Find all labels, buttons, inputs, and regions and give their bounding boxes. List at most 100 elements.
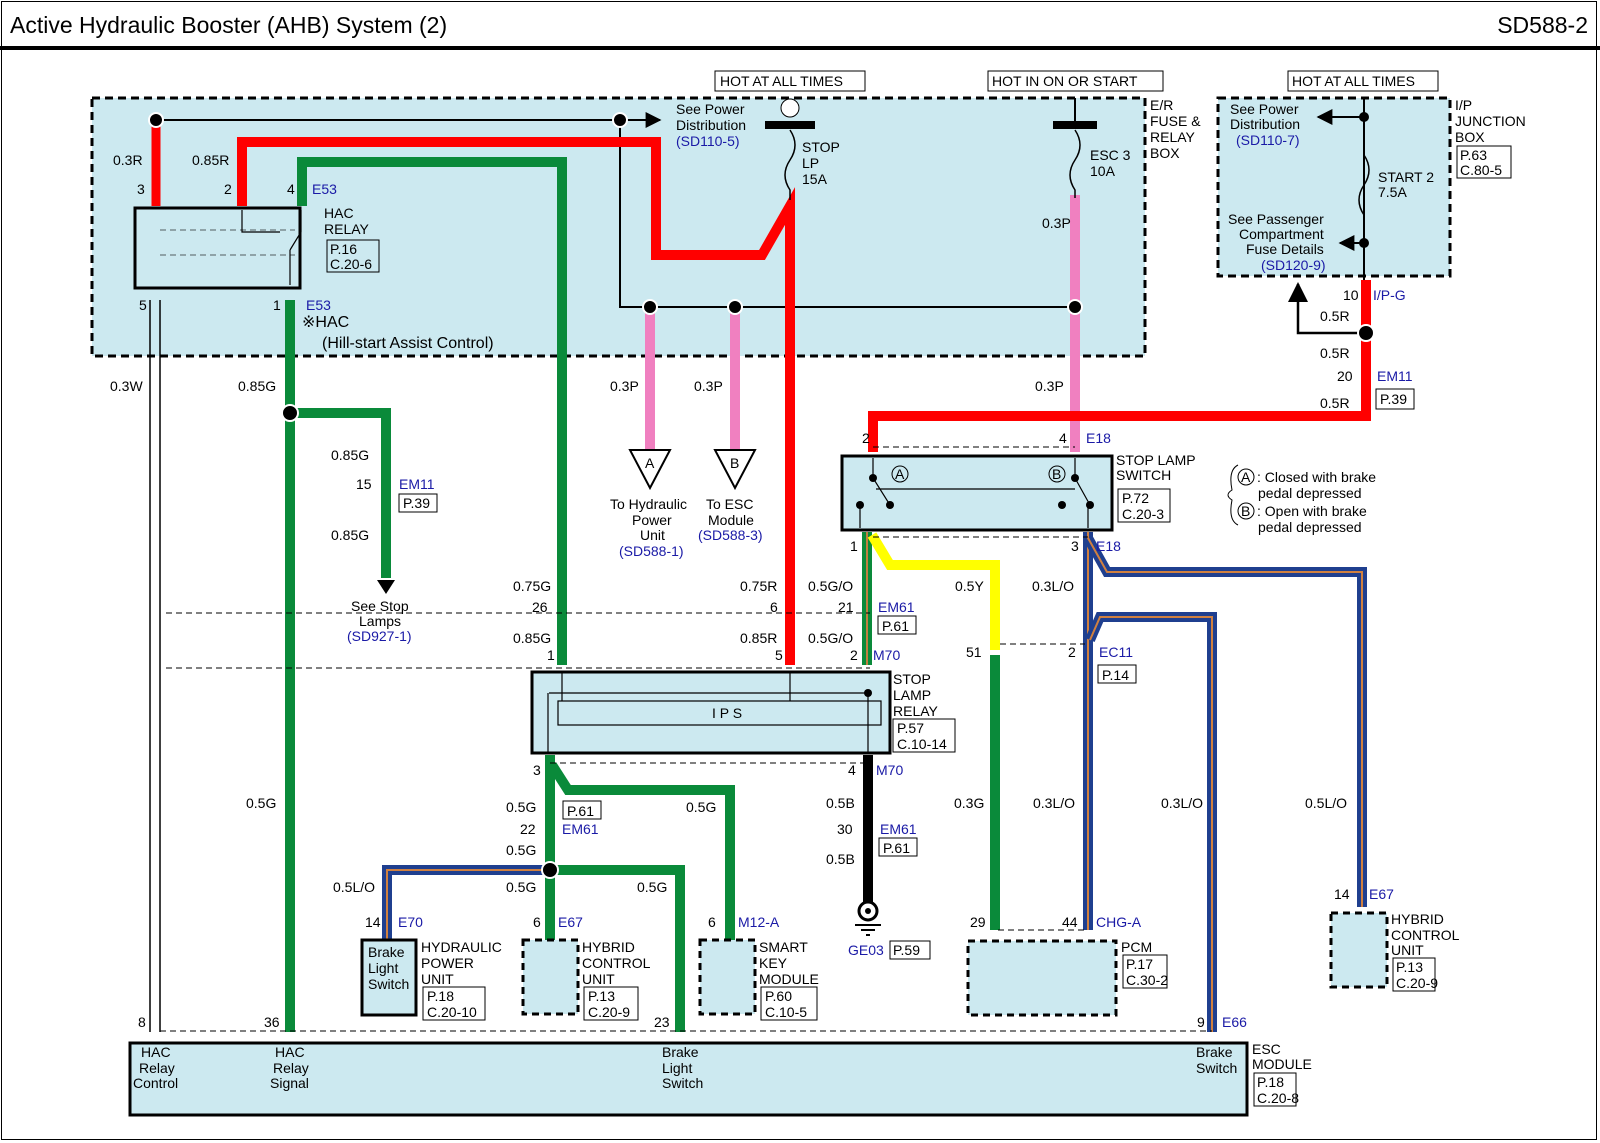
wire-label: 0.85R (192, 152, 229, 168)
esc-pin-label: Brake (662, 1044, 699, 1060)
hybrid-control-unit-1 (521, 938, 580, 1016)
pin-label: 5 (139, 297, 147, 313)
switch-b-icon (1048, 465, 1066, 483)
ref-label: P.59 (893, 942, 920, 958)
ip-junction-box (1216, 96, 1452, 278)
see-power-link[interactable]: (SD110-7) (1236, 132, 1300, 148)
pin-label: 44 (1062, 914, 1078, 930)
er-box-label: FUSE & (1150, 113, 1201, 129)
wire-label: 0.5G (506, 799, 536, 815)
pin-label: 2 (850, 647, 858, 663)
pin-label: 36 (264, 1014, 280, 1030)
connector-label: E67 (1369, 886, 1394, 902)
ip-box-label: I/P (1455, 97, 1472, 113)
esc-pin-label: Switch (1196, 1060, 1237, 1076)
hot-in-on-or-start: HOT IN ON OR START (992, 73, 1138, 89)
relay-label: RELAY (893, 703, 939, 719)
pin-label: 21 (838, 599, 854, 615)
offpage-text: See Stop (351, 598, 409, 614)
see-power-text: Distribution (1230, 116, 1300, 132)
arrow-down-icon (377, 580, 395, 594)
connector-label: I/P-G (1373, 287, 1406, 303)
component-label: KEY (759, 955, 788, 971)
relay-label: STOP (893, 671, 931, 687)
pin-label: 23 (654, 1014, 670, 1030)
component-label: SMART (759, 939, 808, 955)
fuse-icon (1358, 154, 1370, 216)
ref-label: P.57 (897, 720, 924, 736)
offpage-letter: B (730, 455, 739, 471)
wire-05G-splice (545, 865, 685, 1032)
ref-label: C.10-14 (897, 736, 947, 752)
legend-text: : Open with brake (1257, 503, 1367, 519)
ip-box-label: JUNCTION (1455, 113, 1526, 129)
esc-pin-label: Signal (270, 1075, 309, 1091)
wire-label: 0.3P (1035, 378, 1064, 394)
pin-label: 4 (848, 762, 856, 778)
see-power-link[interactable]: (SD110-5) (676, 133, 740, 149)
switch-b-label: B (1052, 466, 1061, 482)
ref-label: C.20-3 (1122, 506, 1164, 522)
er-box-label: BOX (1150, 145, 1180, 161)
legend-symbol: B (1241, 503, 1250, 519)
wire-label: 0.75R (740, 578, 777, 594)
ref-label: P.18 (1257, 1074, 1284, 1090)
offpage-text: Module (708, 512, 754, 528)
pin-label: 3 (137, 181, 145, 197)
ref-label: P.13 (588, 988, 615, 1004)
connector-label: EM11 (399, 476, 435, 492)
see-power-text: See Power (1230, 101, 1299, 117)
wire-label: 0.3W (110, 378, 143, 394)
pin-label: 6 (708, 914, 716, 930)
hydraulic-power-unit (360, 938, 418, 1017)
component-label: MODULE (1252, 1056, 1312, 1072)
legend-text: : Closed with brake (1257, 469, 1376, 485)
offpage-text: To ESC (706, 496, 753, 512)
see-pass-link[interactable]: (SD120-9) (1261, 257, 1326, 273)
wire-085G-stoplamps (290, 408, 391, 578)
pin-label: 30 (837, 821, 853, 837)
hac-relay-ref-1: P.16 (330, 241, 357, 257)
wire-label: 0.85G (238, 378, 276, 394)
wire-label: 0.5G/O (808, 578, 853, 594)
offpage-link[interactable]: (SD588-1) (619, 543, 684, 559)
wire-label: 0.3P (1042, 215, 1071, 231)
ref-label: P.13 (1396, 959, 1423, 975)
wire-label: 0.5L/O (1305, 795, 1347, 811)
offpage-a-icon (628, 449, 672, 491)
connector-label: EM61 (562, 821, 599, 837)
offpage-link[interactable]: (SD588-3) (698, 527, 763, 543)
er-box-label: RELAY (1150, 129, 1196, 145)
pin-label: 2 (224, 181, 232, 197)
wire-label: 0.5R (1320, 308, 1350, 324)
ref-label: P.61 (567, 803, 594, 819)
pin-label: 51 (966, 644, 982, 660)
esc-pin-label: HAC (275, 1044, 305, 1060)
hac-note: ※HAC (302, 314, 349, 331)
ref-label: P.61 (882, 618, 909, 634)
component-inner-label: Light (368, 960, 398, 976)
component-label: HYBRID (582, 939, 635, 955)
wire-05Y (867, 532, 1000, 650)
switch-a-label: A (895, 466, 905, 482)
connector-label: E53 (306, 297, 331, 313)
pin-label: 10 (1343, 287, 1359, 303)
page-title: Active Hydraulic Booster (AHB) System (2… (10, 12, 448, 38)
wire-label: 0.5G/O (808, 630, 853, 646)
ground-icon (855, 900, 881, 936)
see-power-text: Distribution (676, 117, 746, 133)
hac-relay-label-2: RELAY (324, 221, 370, 237)
ref-label: P.18 (427, 988, 454, 1004)
esc-module (128, 1041, 1249, 1117)
connector-label: EM61 (878, 599, 915, 615)
wire-label: 0.3L/O (1033, 795, 1075, 811)
wire-label: 0.3P (694, 378, 723, 394)
splices (148, 112, 1375, 879)
fuse-icon (1069, 129, 1081, 198)
ref-label: C.20-8 (1257, 1090, 1299, 1106)
offpage-link[interactable]: (SD927-1) (347, 628, 412, 644)
esc-pin-label: Light (662, 1060, 692, 1076)
wire-label: 0.3G (954, 795, 984, 811)
component-label: CONTROL (582, 955, 651, 971)
